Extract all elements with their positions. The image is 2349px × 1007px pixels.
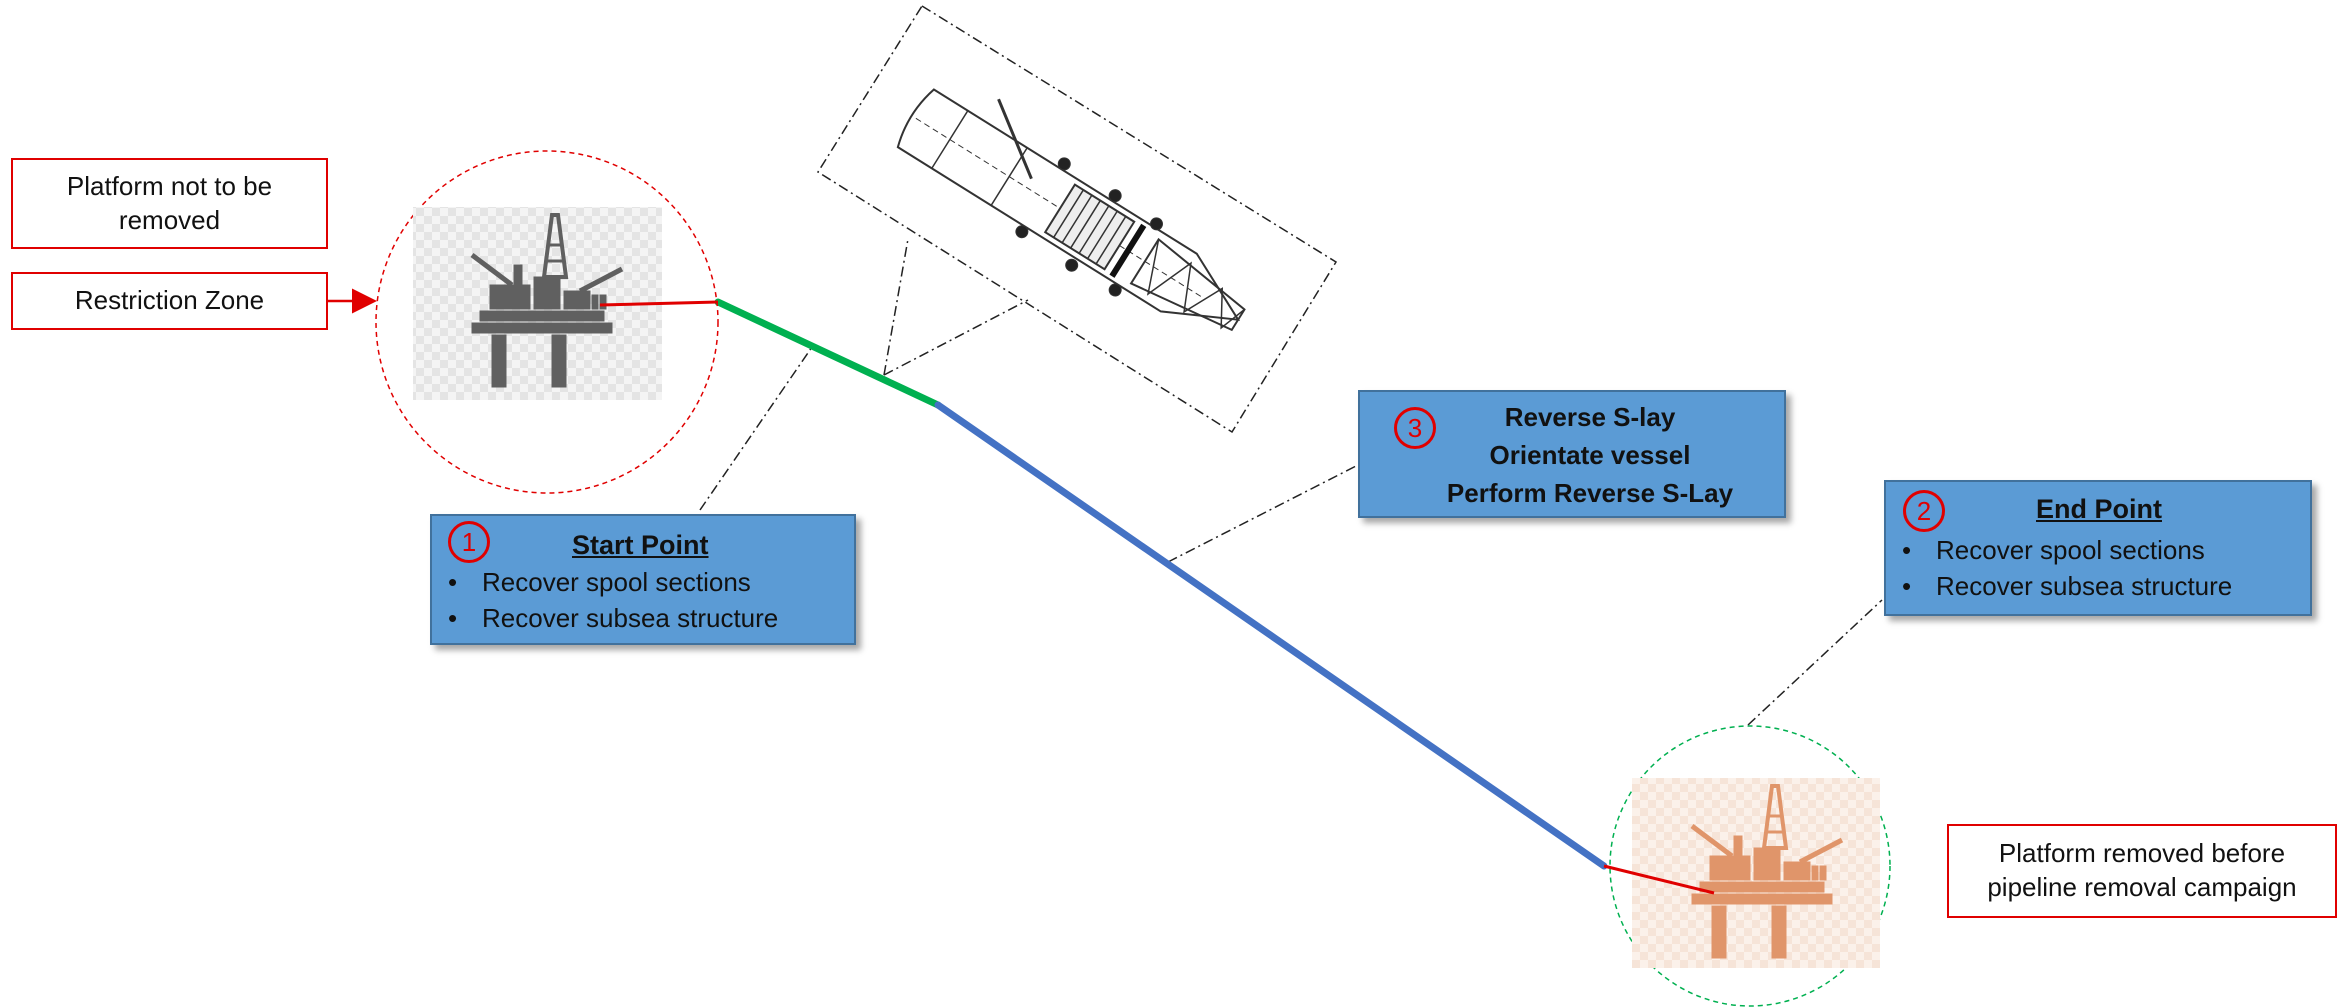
vessel-drawing-icon: [870, 53, 1284, 385]
reverse-slay-box: 3 Reverse S-lay Orientate vessel Perform…: [1358, 390, 1786, 518]
vessel-frame: [816, 4, 1338, 434]
end-point-title: End Point: [2036, 494, 2162, 524]
label-text: Platform not to be removed: [66, 170, 273, 235]
platform-not-removed-label: Platform not to be removed: [11, 158, 328, 249]
step-number-badge: 3: [1394, 407, 1436, 449]
removed-connector-line: [1603, 864, 1715, 895]
step-number-badge: 1: [448, 521, 490, 563]
list-item: Recover subsea structure: [1900, 568, 2232, 604]
platform-connector-line: [599, 300, 719, 307]
slay-line: Perform Reverse S-Lay: [1446, 478, 1734, 508]
removed-platform-circle: [1609, 725, 1891, 1007]
start-point-box: 1 Start Point Recover spool sections Rec…: [430, 514, 856, 645]
slay-line: Orientate vessel: [1489, 440, 1691, 470]
list-item: Recover subsea structure: [446, 600, 778, 636]
end-point-box: 2 End Point Recover spool sections Recov…: [1884, 480, 2312, 616]
step-number-badge: 2: [1903, 490, 1945, 532]
platform-removed-label: Platform removed before pipeline removal…: [1947, 824, 2337, 918]
start-point-title: Start Point: [572, 530, 709, 560]
pipeline-green-segment: [714, 298, 942, 409]
restriction-zone-circle: [375, 150, 719, 494]
end-point-bullets: Recover spool sections Recover subsea st…: [1900, 532, 2232, 604]
pipeline-blue-segment: [934, 401, 1608, 870]
list-item: Recover spool sections: [446, 564, 778, 600]
label-text: Restriction Zone: [74, 285, 265, 316]
list-item: Recover spool sections: [1900, 532, 2232, 568]
start-point-bullets: Recover spool sections Recover subsea st…: [446, 564, 778, 636]
label-text: Platform removed before pipeline removal…: [1987, 838, 2297, 902]
restriction-zone-label: Restriction Zone: [11, 272, 328, 330]
reverse-slay-text: Reverse S-lay Orientate vessel Perform R…: [1400, 398, 1780, 512]
slay-line: Reverse S-lay: [1504, 402, 1676, 432]
callout-lines: [699, 238, 1883, 726]
